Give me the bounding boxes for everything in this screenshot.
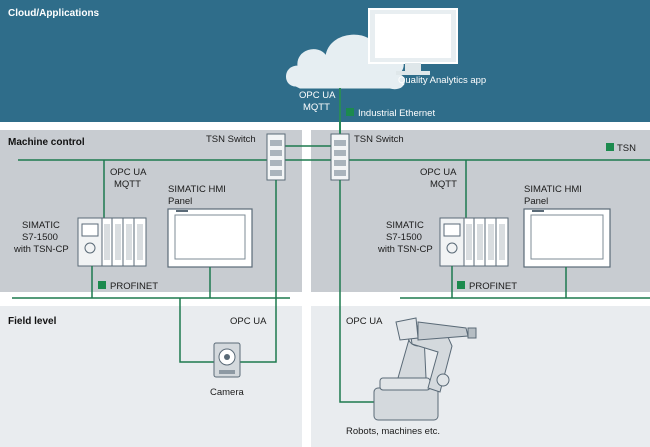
right-profinet-label: PROFINET (469, 281, 517, 292)
right-protocol-line1: OPC UA (420, 167, 457, 178)
left-plc-line2: S7-1500 (22, 232, 58, 243)
tsn-marker (606, 143, 614, 151)
right-field-protocol: OPC UA (346, 316, 383, 327)
left-protocol-line1: OPC UA (110, 167, 147, 178)
tsn-switch-left (266, 133, 286, 181)
left-profinet-marker (98, 281, 106, 289)
left-plc-line1: SIMATIC (22, 220, 60, 231)
cloud-zone-title: Cloud/Applications (8, 8, 100, 19)
right-plc-line2: S7-1500 (386, 232, 422, 243)
app-label: Quality Analytics app (398, 75, 486, 86)
tsn-switch-left-label: TSN Switch (206, 134, 256, 145)
field-zone-left (0, 306, 302, 447)
field-zone-right (311, 306, 650, 447)
camera-icon (213, 342, 241, 378)
right-hmi-line2: Panel (524, 196, 548, 207)
cloud-protocol-line1: OPC UA (299, 90, 336, 101)
right-plc-line3: with TSN-CP (377, 244, 433, 255)
right-robot-opcua (339, 180, 378, 403)
plc-left (77, 217, 147, 267)
right-plc-line1: SIMATIC (386, 220, 424, 231)
hmi-panel-right (523, 208, 611, 268)
monitor-icon (368, 8, 458, 75)
right-protocol-line2: MQTT (430, 179, 457, 190)
left-protocol-line2: MQTT (114, 179, 141, 190)
hmi-panel-left (167, 208, 253, 268)
field-zone-title: Field level (8, 316, 57, 327)
ethernet-marker (346, 108, 354, 116)
left-plc-line3: with TSN-CP (13, 244, 69, 255)
left-profinet-label: PROFINET (110, 281, 158, 292)
robot-icon (373, 317, 477, 421)
machine-zone-left (0, 130, 302, 292)
cloud-protocol-line2: MQTT (303, 102, 330, 113)
tsn-switch-right-label: TSN Switch (354, 134, 404, 145)
camera-label: Camera (210, 387, 245, 398)
left-camera-profinet (179, 298, 214, 363)
left-hmi-line2: Panel (168, 196, 192, 207)
right-hmi-line1: SIMATIC HMI (524, 184, 582, 195)
tsn-label: TSN (617, 143, 636, 154)
tsn-switch-right (330, 133, 350, 181)
left-field-protocol: OPC UA (230, 316, 267, 327)
left-hmi-line1: SIMATIC HMI (168, 184, 226, 195)
robot-label: Robots, machines etc. (346, 426, 440, 437)
machine-zone-title: Machine control (8, 137, 85, 148)
plc-right (439, 217, 509, 267)
ethernet-label: Industrial Ethernet (358, 108, 435, 119)
right-profinet-marker (457, 281, 465, 289)
left-camera-opcua (240, 180, 277, 363)
